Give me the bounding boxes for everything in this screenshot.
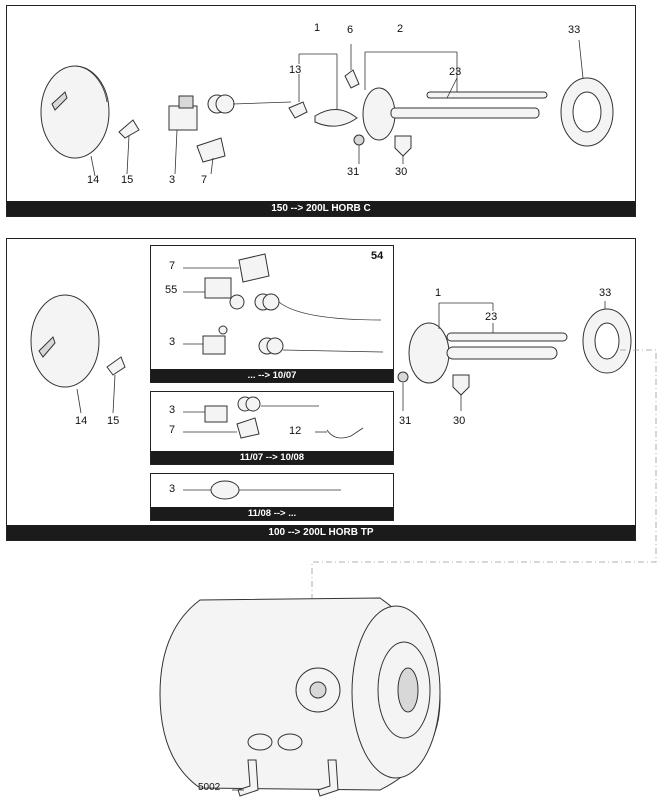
callout-33: 33: [568, 24, 581, 36]
subpanel-2-banner: 11/07 --> 10/08: [151, 451, 393, 464]
clip-part: [118, 119, 140, 139]
callout-14: 14: [87, 174, 100, 186]
callout-31: 31: [347, 166, 360, 178]
middle-panel-banner: 100 --> 200L HORB TP: [7, 525, 635, 540]
subpanel-3: 3 11/08 --> ...: [150, 473, 394, 521]
subpanel-3-banner: 11/08 --> ...: [151, 507, 393, 520]
callout-6: 6: [347, 24, 354, 36]
bracket-part: [196, 137, 226, 163]
middle-panel: 1 33 23 14 15 31 30 54 7 55 3 ... --> 10…: [6, 238, 636, 541]
callout-3: 3: [169, 483, 176, 495]
callout-3: 3: [169, 404, 176, 416]
callout-55: 55: [165, 284, 178, 296]
callout-1: 1: [314, 22, 321, 34]
callout-30: 30: [395, 166, 408, 178]
callout-33: 33: [599, 287, 612, 299]
callout-2: 2: [397, 23, 404, 35]
callout-15: 15: [107, 415, 120, 427]
callout-1: 1: [435, 287, 442, 299]
top-panel: 1 6 2 33 13 23 14 15 3 7 31 30 150 --> 2…: [6, 5, 636, 217]
subpanel-2: 3 7 12 11/07 --> 10/08: [150, 391, 394, 465]
callout-31: 31: [399, 415, 412, 427]
callout-3: 3: [169, 336, 176, 348]
callout-23: 23: [449, 66, 462, 78]
heating-element-part: [314, 109, 358, 127]
middle-panel-drawing: [30, 294, 632, 414]
callout-5002: 5002: [198, 782, 221, 793]
callout-7: 7: [169, 424, 176, 436]
callout-7: 7: [201, 174, 208, 186]
callout-30: 30: [453, 415, 466, 427]
rod-part: [390, 107, 540, 119]
subpanel-code: 54: [371, 250, 384, 262]
top-panel-drawing: [40, 39, 614, 177]
callout-15: 15: [121, 174, 134, 186]
callout-14: 14: [75, 415, 88, 427]
callout-7: 7: [169, 260, 176, 272]
top-panel-banner: 150 --> 200L HORB C: [7, 201, 635, 216]
subpanel-54: 54 7 55 3 ... --> 10/07: [150, 245, 394, 383]
subpanel-54-banner: ... --> 10/07: [151, 369, 393, 382]
callout-13: 13: [289, 64, 302, 76]
callout-12: 12: [289, 425, 302, 437]
callout-3: 3: [169, 174, 176, 186]
callout-23: 23: [485, 311, 498, 323]
